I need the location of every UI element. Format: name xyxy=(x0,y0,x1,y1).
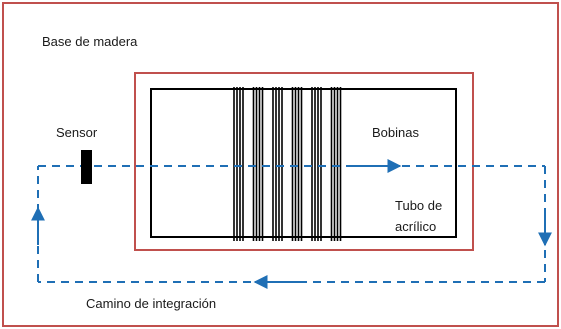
tube-holder-frame xyxy=(134,72,474,251)
integration-path xyxy=(37,165,546,283)
path-arrows xyxy=(31,159,552,289)
coils-group xyxy=(233,87,342,241)
acrylic-tube xyxy=(150,88,457,238)
sensor xyxy=(81,150,92,184)
integration-path-label: Camino de integración xyxy=(86,296,217,311)
coils-label: Bobinas xyxy=(372,125,419,140)
sensor-label: Sensor xyxy=(56,125,98,140)
tube-label-line2: acrílico xyxy=(395,219,437,234)
tube-label-line1: Tubo de xyxy=(395,198,443,213)
base-label: Base de madera xyxy=(42,34,138,49)
